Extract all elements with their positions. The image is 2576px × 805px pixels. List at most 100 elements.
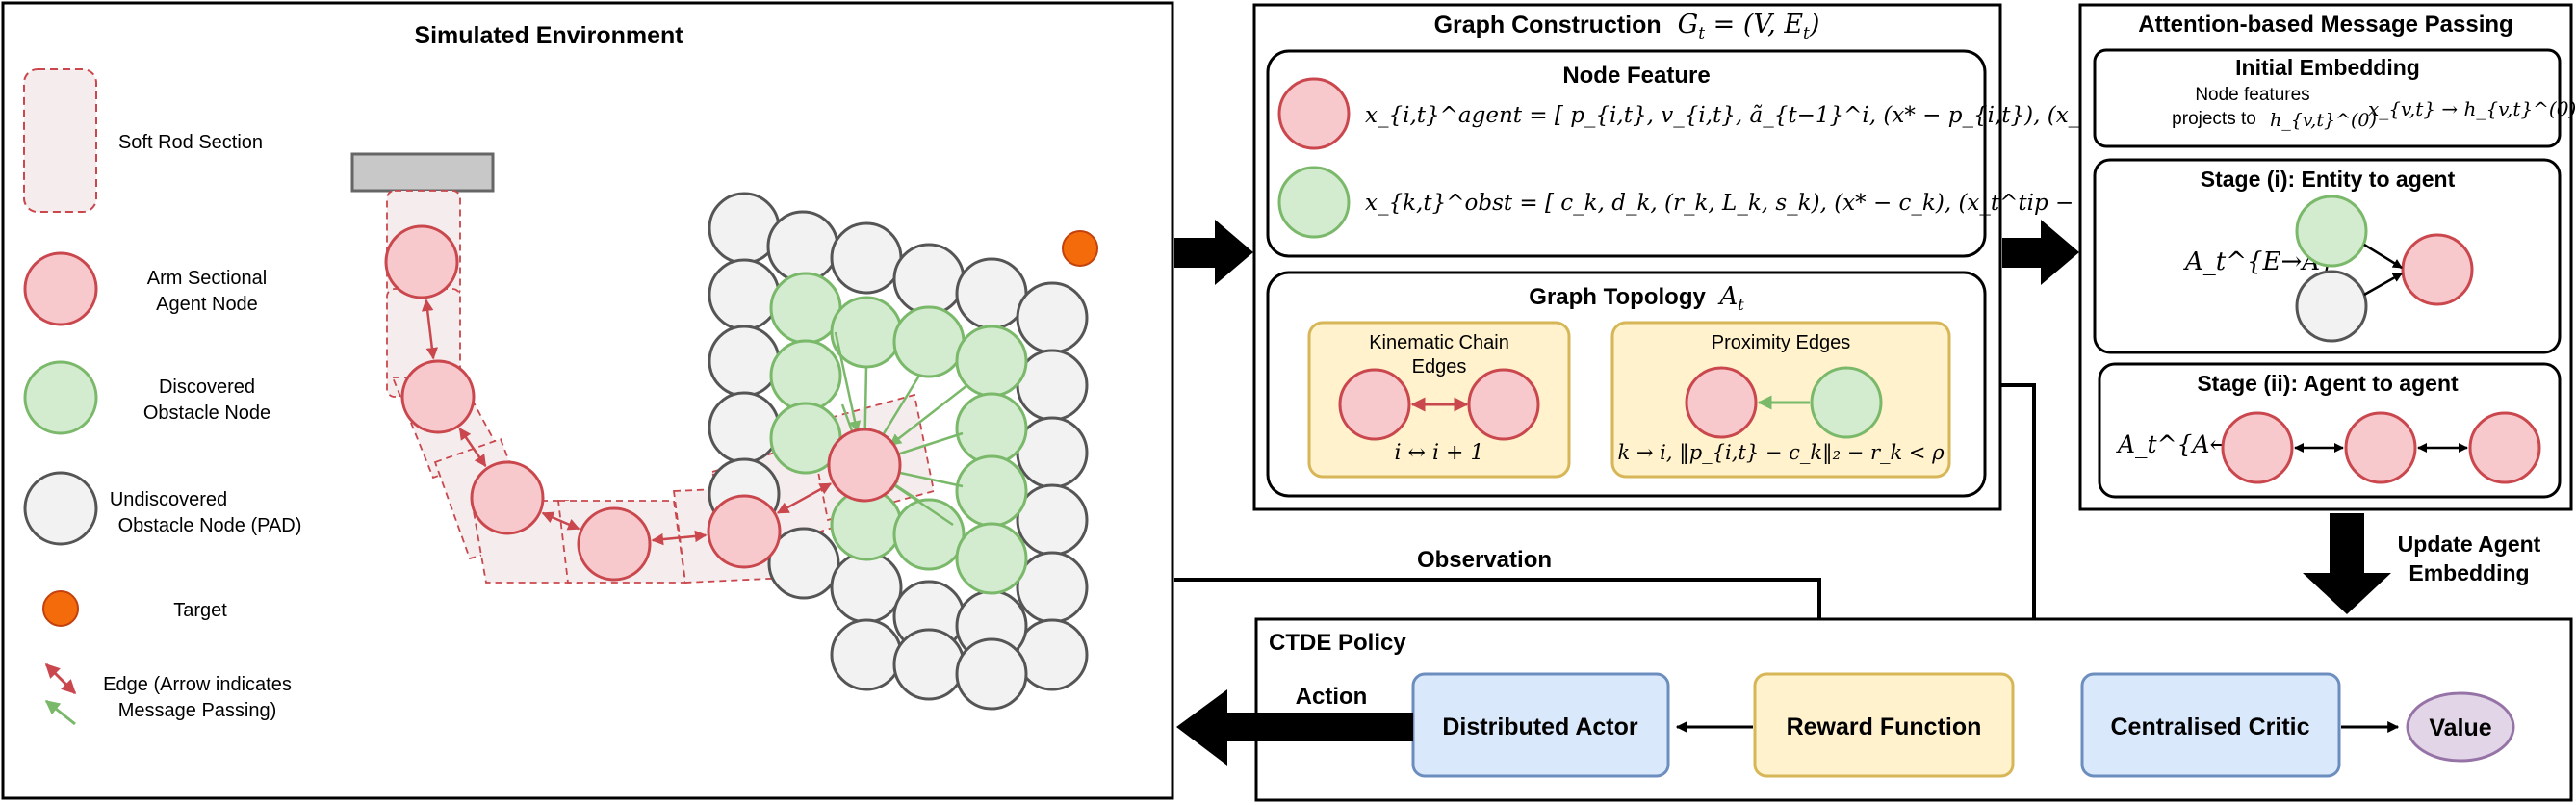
kinematic-node-b <box>1467 368 1540 441</box>
legend-undiscovered-label-2: Obstacle Node (PAD) <box>118 515 302 536</box>
rod-base-block <box>350 152 495 193</box>
chain-message-arrows <box>421 299 833 546</box>
graph-title-math-rest: = (V, E <box>1705 10 1803 39</box>
target-marker <box>1062 230 1098 267</box>
topology-title-math: A <box>1718 282 1739 311</box>
proximity-arrow <box>889 384 968 447</box>
proximity-arrow <box>888 431 964 460</box>
undiscovered-obstacle-node <box>830 618 903 691</box>
agent-nodes <box>384 224 902 582</box>
undiscovered-obstacle-node <box>830 221 903 295</box>
legend-edge-label-1: Edge (Arrow indicates <box>103 674 292 695</box>
discovered-obstacle-node <box>955 454 1028 528</box>
update-embedding-arrow <box>2303 513 2391 614</box>
stage1-undiscovered-node <box>2295 270 2368 343</box>
undiscovered-obstacle-node <box>1016 416 1089 489</box>
graph-to-attention-arrow <box>2002 220 2079 285</box>
proximity-arrow <box>859 365 871 442</box>
initial-embedding-emb: h_{v,t}^(0) <box>2270 110 2377 131</box>
stage2-agent-node-c <box>2468 411 2541 484</box>
stage1-title: Stage (i): Entity to agent <box>2201 167 2456 192</box>
agent-node <box>577 506 652 582</box>
graph-title-sub: t <box>1698 24 1705 43</box>
graph-title-math-end: ) <box>1809 10 1820 39</box>
agent-feature-node <box>1277 77 1351 150</box>
kinematic-label-2: Edges <box>1412 356 1467 377</box>
reward-function-box <box>1753 672 2015 778</box>
legend-agent-swatch <box>23 251 98 326</box>
discovered-obstacle-node <box>892 498 966 571</box>
discovered-obstacle-node <box>892 305 966 378</box>
graph-title-sub2: t <box>1803 24 1810 43</box>
legend-agent-label-2: Agent Node <box>156 294 258 315</box>
undiscovered-obstacle-node <box>892 243 966 316</box>
legend-edge-label-2: Message Passing) <box>118 700 277 721</box>
stage1-edge-arrow <box>2363 243 2403 270</box>
discovered-obstacle-node <box>769 272 842 345</box>
env-panel: Simulated Environment Soft Rod Section A… <box>1 1 1174 800</box>
legend-undiscovered-swatch <box>23 471 98 546</box>
agent-node <box>470 460 545 535</box>
env-title: Simulated Environment <box>414 22 683 49</box>
topology-title-sub: t <box>1738 296 1744 314</box>
legend-agent-label-1: Arm Sectional <box>147 268 268 289</box>
stage2-box <box>2098 362 2562 499</box>
stage1-obstacle-node <box>2295 195 2368 268</box>
proximity-arrow <box>877 375 921 444</box>
undiscovered-obstacle-node <box>767 527 840 600</box>
node-feature-box <box>1266 49 1987 258</box>
initial-embedding-text-2: projects to <box>2172 109 2256 129</box>
update-label-2: Embedding <box>2409 560 2529 585</box>
undiscovered-obstacle-node <box>955 637 1028 711</box>
undiscovered-obstacle-node <box>1016 618 1089 691</box>
undiscovered-obstacle-node <box>955 257 1028 330</box>
centralised-critic-box <box>2080 672 2341 778</box>
chain-arrow <box>651 530 708 546</box>
value-ellipse <box>2406 691 2515 763</box>
undiscovered-obstacle-node <box>1016 551 1089 624</box>
ctde-policy-panel: CTDE Policy Distributed Actor Reward Fun… <box>1254 617 2573 802</box>
proximity-formula: k → i, ‖p_{i,t} − c_k‖₂ − r_k < ρ <box>1617 441 1945 465</box>
discovered-obstacle-node <box>830 296 903 369</box>
legend-obstacle-label-1: Discovered <box>159 377 255 398</box>
agent-node <box>384 224 459 299</box>
chain-arrow <box>421 299 439 360</box>
undiscovered-obstacle-node <box>892 628 966 701</box>
proximity-arrow <box>888 466 964 488</box>
undiscovered-obstacles <box>708 192 1089 711</box>
proximity-label: Proximity Edges <box>1712 332 1851 353</box>
proximity-arrow <box>834 331 862 433</box>
kinematic-label-1: Kinematic Chain <box>1369 332 1509 353</box>
discovered-obstacle-node <box>955 392 1028 465</box>
proximity-agent-node <box>1685 366 1758 439</box>
legend-obstacle-swatch <box>23 360 98 435</box>
graph-title-math: G <box>1678 10 1699 39</box>
stage1-agent-node <box>2401 233 2474 306</box>
agent-node <box>707 494 782 569</box>
initial-embedding-text-1: Node features <box>2195 85 2309 105</box>
stage2-agent-node-b <box>2344 411 2417 484</box>
legend-undiscovered-label-1: Undiscovered <box>110 489 227 510</box>
undiscovered-obstacle-node <box>1016 281 1089 354</box>
graph-title: Graph Construction Gt = (V, Et) <box>1434 10 1820 43</box>
action-arrow <box>1176 689 1413 766</box>
stage2-title: Stage (ii): Agent to agent <box>2197 371 2459 396</box>
attention-title: Attention-based Message Passing <box>2138 12 2512 38</box>
initial-embedding-map: x_{v,t} → h_{v,t}^(0) <box>2368 97 2576 120</box>
topology-title-text: Graph Topology <box>1529 284 1706 310</box>
value-label: Value <box>2429 714 2491 741</box>
undiscovered-obstacle-node <box>766 210 839 283</box>
legend-edge-red-arrow <box>44 662 77 695</box>
legend-target-swatch <box>42 590 79 627</box>
centralised-critic-label: Centralised Critic <box>2110 714 2309 740</box>
undiscovered-obstacle-node <box>708 325 781 398</box>
env-legend: Soft Rod Section Arm Sectional Agent Nod… <box>23 68 302 726</box>
legend-edge-green-arrow <box>44 699 76 726</box>
stage2-agent-node-a <box>2221 411 2294 484</box>
legend-soft-rod-label: Soft Rod Section <box>118 132 263 153</box>
node-feature-title: Node Feature <box>1562 63 1710 89</box>
proximity-obstacle-node <box>1810 366 1883 439</box>
initial-embedding-title: Initial Embedding <box>2235 55 2420 80</box>
chain-arrow <box>776 482 833 514</box>
